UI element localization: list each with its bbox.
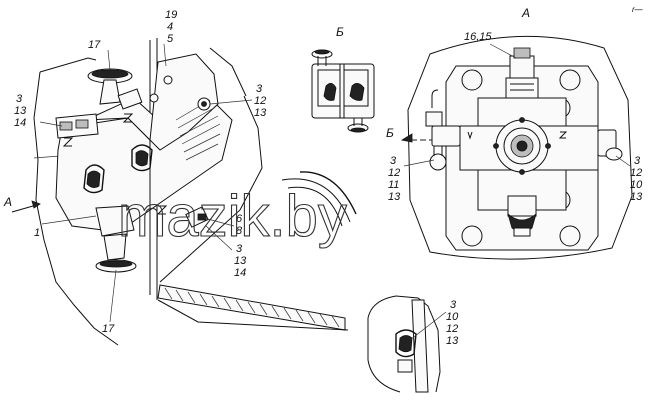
callout-8: 8 xyxy=(236,225,243,237)
callout-12-midright: 12 xyxy=(254,95,266,107)
callout-12-viewa-left: 12 xyxy=(388,167,400,179)
lower-detail xyxy=(367,295,441,393)
view-b-arrow-label: Б xyxy=(386,126,394,140)
callout-17-top: 17 xyxy=(88,39,101,51)
callout-3-viewa-left: 3 xyxy=(390,155,397,167)
callout-10-detail: 10 xyxy=(446,311,459,323)
callout-10-viewa-right: 10 xyxy=(630,179,643,191)
callout-5: 5 xyxy=(167,33,174,45)
corner-mark: r— xyxy=(632,5,644,14)
callout-3-left: 3 xyxy=(16,93,23,105)
callout-3-detail: 3 xyxy=(450,299,457,311)
watermark: mazik.by xyxy=(118,184,347,249)
callout-11-viewa-left: 11 xyxy=(388,179,399,191)
callout-16-15: 16,15 xyxy=(464,31,492,43)
view-a-detail: А xyxy=(386,6,633,260)
main-assembly xyxy=(33,38,357,346)
callout-13-left: 13 xyxy=(14,105,27,117)
callout-13-viewa-right: 13 xyxy=(630,191,643,203)
callout-13-detail: 13 xyxy=(446,335,459,347)
callout-12-detail: 12 xyxy=(446,323,458,335)
leader-lines xyxy=(39,43,631,341)
callout-3-lower: 3 xyxy=(236,243,243,255)
callout-14-left: 14 xyxy=(14,117,26,129)
callout-17-bottom: 17 xyxy=(102,323,115,335)
callout-numbers: 19 4 5 17 3 13 14 3 12 13 6 8 3 13 14 1 … xyxy=(14,5,644,347)
callout-13-midright: 13 xyxy=(254,107,267,119)
callout-14-lower: 14 xyxy=(234,267,246,279)
callout-13-lower: 13 xyxy=(234,255,247,267)
callout-19: 19 xyxy=(165,9,177,21)
callout-12-viewa-right: 12 xyxy=(630,167,642,179)
view-a-header: А xyxy=(521,6,530,20)
view-a-arrow-label: А xyxy=(3,195,12,209)
callout-4: 4 xyxy=(167,21,173,33)
callout-3-viewa-right: 3 xyxy=(634,155,641,167)
callout-6: 6 xyxy=(236,213,243,225)
callout-3-midright: 3 xyxy=(256,83,263,95)
view-a-arrow: А xyxy=(3,195,41,213)
callout-13-viewa-left: 13 xyxy=(388,191,401,203)
view-b-detail: Б xyxy=(311,25,375,133)
view-b-header: Б xyxy=(336,25,344,39)
callout-1: 1 xyxy=(34,227,40,239)
